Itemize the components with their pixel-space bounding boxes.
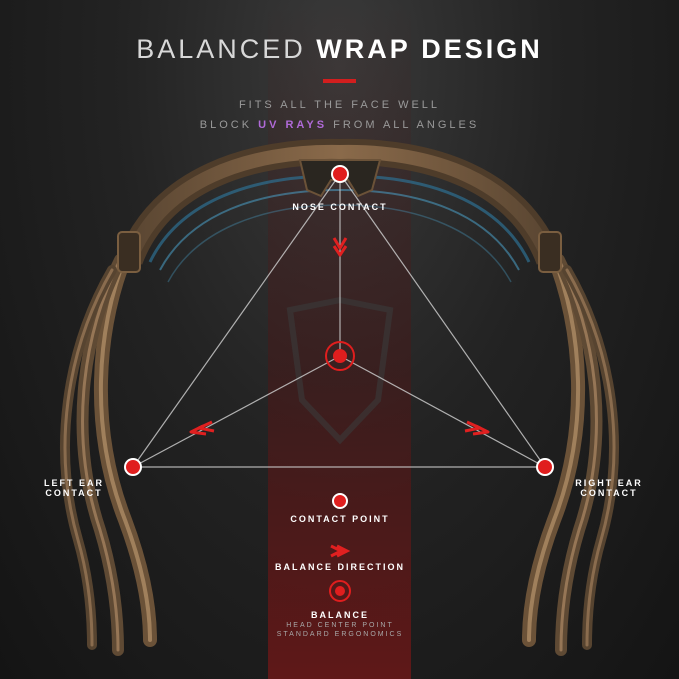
legend-balance-direction: BALANCE DIRECTION	[275, 562, 405, 572]
chevron-arrow-icon	[330, 544, 345, 558]
left-ear-label: LEFT EAR CONTACT	[32, 478, 116, 498]
title-part2: WRAP	[316, 34, 411, 64]
red-dot-icon	[331, 165, 349, 183]
title-part1: BALANCED	[136, 34, 306, 64]
right-ear-line1: RIGHT EAR	[575, 478, 643, 488]
right-temple-arms	[522, 243, 619, 656]
page-title: BALANCED WRAP DESIGN	[0, 34, 679, 65]
subtitle-pre: BLOCK	[199, 119, 253, 131]
title-underline	[323, 79, 356, 83]
subtitle-post: FROM ALL ANGLES	[333, 119, 480, 131]
legend-icons	[329, 493, 351, 602]
chevron-arrow-icon	[464, 420, 482, 433]
left-temple-arms	[60, 243, 157, 656]
chevron-arrow-icon	[336, 544, 351, 558]
title-part3: DESIGN	[421, 34, 543, 64]
legend-balance: BALANCE	[311, 610, 369, 620]
contact-points	[124, 165, 554, 476]
balance-triangle	[132, 173, 546, 468]
red-dot-icon	[124, 458, 142, 476]
uv-highlight: UV RAYS	[258, 119, 328, 131]
nose-contact-label: NOSE CONTACT	[292, 202, 388, 212]
red-dot-icon	[536, 458, 554, 476]
balance-direction-arrows	[189, 237, 490, 436]
subtitle-line1: FITS ALL THE FACE WELL	[238, 99, 441, 111]
right-ear-label: RIGHT EAR CONTACT	[564, 478, 654, 498]
right-ear-line2: CONTACT	[580, 488, 638, 498]
legend-contact-point: CONTACT POINT	[290, 514, 390, 524]
left-ear-line2: CONTACT	[45, 488, 103, 498]
left-ear-line1: LEFT EAR	[44, 478, 104, 488]
red-dot-icon	[332, 493, 348, 509]
target-icon	[325, 341, 355, 371]
chevron-arrow-icon	[332, 237, 348, 250]
target-icon	[329, 580, 351, 602]
legend-balance-sub: HEAD CENTER POINT STANDARD ERGONOMICS	[230, 621, 450, 639]
chevron-arrow-icon	[332, 245, 348, 257]
subtitle-line2: BLOCK UV RAYS FROM ALL ANGLES	[0, 119, 679, 131]
balance-sub1: HEAD CENTER POINT	[286, 622, 394, 629]
chevron-arrow-icon	[197, 420, 215, 433]
balance-sub2: STANDARD ERGONOMICS	[276, 631, 404, 638]
